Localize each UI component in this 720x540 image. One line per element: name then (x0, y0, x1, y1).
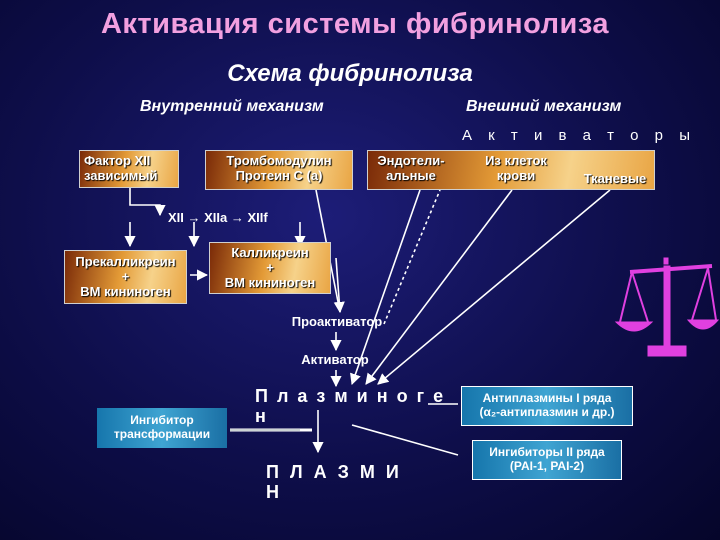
kallikrein-line2: + (266, 260, 274, 275)
factor-xii-line2: зависимый (84, 168, 158, 183)
prekallikrein-line2: + (121, 269, 130, 284)
diagram-subtitle: Схема фибринолиза (227, 60, 473, 87)
factor-xii-box: Фактор XII зависимый (79, 150, 179, 188)
arrow-kallikrein-to-proactivator (333, 257, 345, 314)
arrow-tissue-to-plasminogen (377, 189, 611, 385)
prekallikrein-line3: ВМ кининоген (80, 284, 171, 299)
proactivator-label: Проактиватор (291, 314, 383, 329)
kallikrein-box: Калликреин + ВМ кининоген (209, 242, 331, 294)
inhibitor-transformation-box: Ингибитор трансформации (97, 408, 227, 448)
prekallikrein-box: Прекалликреин + ВМ кининоген (64, 250, 187, 304)
thrombomodulin-line2: Протеин С (а) (235, 168, 323, 183)
blood-cells-line2: крови (496, 168, 536, 183)
blood-cells-label: Из клеток крови (476, 153, 556, 183)
inhibitors-2-line1: Ингибиторы II ряда (489, 445, 605, 459)
external-mechanism-heading: Внешний механизм (466, 98, 622, 115)
activators-label: А к т и в а т о р ы (462, 127, 696, 144)
thrombomodulin-box: Тромбомодулин Протеин С (а) (205, 150, 353, 190)
inhibitors-2-box: Ингибиторы II ряда (PAI-1, PAI-2) (472, 440, 622, 480)
blood-cells-line1: Из клеток (485, 153, 547, 168)
antiplasmins-line2: (α₂-антиплазмин и др.) (479, 405, 615, 419)
inhibitor-transformation-line1: Ингибитор (130, 413, 194, 427)
factor-xii-line1: Фактор XII (84, 153, 151, 168)
arrow-factor-to-xii (129, 188, 166, 217)
page-title: Активация системы фибринолиза (100, 8, 610, 40)
kallikrein-line1: Калликреин (231, 245, 309, 260)
endothelial-line2: альные (386, 168, 436, 183)
endothelial-label: Эндотели- альные (376, 153, 446, 183)
inhibitor-transformation-line2: трансформации (113, 427, 211, 441)
dashed-proactivator-to-external (383, 189, 441, 325)
arrow-bloodcells-to-plasminogen (365, 189, 513, 385)
kallikrein-line3: ВМ кининоген (224, 275, 316, 290)
inhibitors-2-line2: (PAI-1, PAI-2) (509, 459, 585, 473)
endothelial-line1: Эндотели- (377, 153, 445, 168)
activator-label: Активатор (301, 352, 369, 367)
prekallikrein-line1: Прекалликреин (75, 254, 176, 269)
inhibitors2-line (351, 424, 459, 456)
external-activators-box: Эндотели- альные Из клеток крови Тканевы… (367, 150, 655, 190)
plasmin-label: П Л А З М И Н (266, 462, 402, 502)
xii-chain: XII → XIIa → XIIf (168, 210, 268, 225)
plasminogen-label: П л а з м и н о г е н (255, 386, 446, 426)
tissue-label: Тканевые (583, 171, 647, 186)
arrow-endothelial-to-plasminogen (350, 189, 421, 386)
antiplasmins-line1: Антиплазмины I ряда (482, 391, 612, 405)
antiplasmins-box: Антиплазмины I ряда (α₂-антиплазмин и др… (461, 386, 633, 426)
thrombomodulin-line1: Тромбомодулин (226, 153, 332, 168)
internal-mechanism-heading: Внутренний механизм (140, 98, 324, 115)
